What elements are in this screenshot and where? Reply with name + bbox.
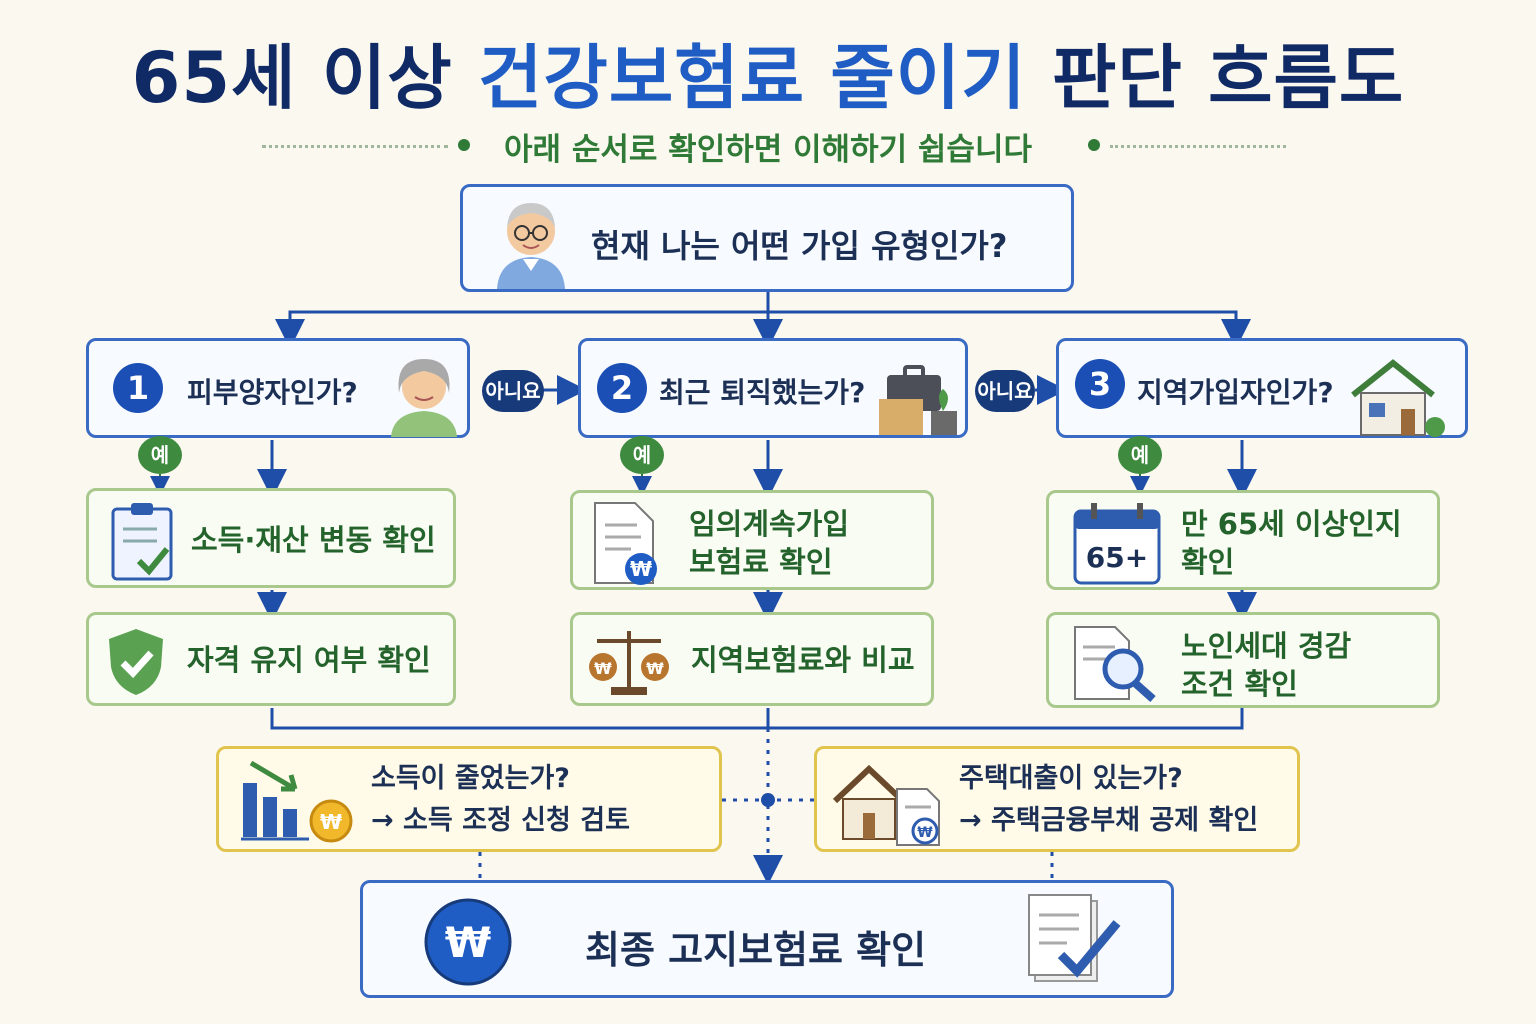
yes-badge-2: 예 [620, 436, 664, 474]
senior-man-icon [497, 203, 565, 289]
step-age-check-box: 65+ 만 65세 이상인지 확인 [1046, 490, 1440, 590]
question-box-regional: 3 지역가입자인가? [1056, 338, 1468, 438]
income-drop-line1: 소득이 줄었는가? [371, 763, 570, 794]
step-voluntary-line2: 보험료 확인 [689, 545, 833, 579]
subtitle-bullet-left [458, 139, 470, 151]
page-title: 65세 이상 건강보험료 줄이기 판단 흐름도 [131, 37, 1405, 119]
no-label-2: 아니요 [975, 370, 1035, 412]
won-coin-icon: ₩ [424, 898, 512, 986]
calendar-icon: 65+ [1073, 503, 1161, 585]
step-senior-line1: 노인세대 경감 [1181, 629, 1352, 663]
document-check-icon [1028, 894, 1121, 982]
yes-badge-1: 예 [138, 436, 182, 474]
step-keep-status-box: 자격 유지 여부 확인 [86, 612, 456, 706]
step-number-3: 3 [1075, 359, 1125, 409]
housing-loan-line1: 주택대출이 있는가? [959, 763, 1183, 794]
won-symbol-doc: ₩ [630, 557, 652, 581]
question-retired-text: 최근 퇴직했는가? [659, 376, 866, 409]
step-senior-discount-box: 노인세대 경감 조건 확인 [1046, 612, 1440, 708]
top-question-box: 현재 나는 어떤 가입 유형인가? [460, 184, 1074, 292]
step-number-2: 2 [597, 363, 647, 413]
housing-loan-check-box: ₩ 주택대출이 있는가? → 주택금융부채 공제 확인 [814, 746, 1300, 852]
question-box-dependent: 1 피부양자인가? [86, 338, 470, 438]
step-number-1: 1 [113, 363, 163, 413]
question-dependent-text: 피부양자인가? [187, 376, 358, 409]
subtitle-bullet-right [1088, 139, 1100, 151]
won-symbol-right: ₩ [646, 659, 664, 678]
declining-chart-coin-icon: ₩ [241, 760, 353, 843]
final-result-box: ₩ 최종 고지보험료 확인 [360, 880, 1174, 998]
house-document-icon: ₩ [833, 764, 940, 846]
shield-check-icon [109, 629, 163, 695]
step-voluntary-box: ₩ 임의계속가입 보험료 확인 [570, 490, 934, 590]
document-won-icon: ₩ [594, 502, 657, 585]
final-result-text: 최종 고지보험료 확인 [585, 928, 927, 972]
step-compare-box: ₩ ₩ 지역보험료와 비교 [570, 612, 934, 706]
scale-icon: ₩ ₩ [589, 631, 669, 695]
won-symbol-house: ₩ [917, 825, 933, 841]
step-age-line1: 만 65세 이상인지 [1181, 507, 1402, 541]
no-label-1: 아니요 [482, 370, 544, 412]
step-compare-text: 지역보험료와 비교 [691, 643, 915, 677]
calendar-65-label: 65+ [1086, 541, 1148, 574]
subtitle-dots-right [1110, 145, 1286, 148]
question-regional-text: 지역가입자인가? [1137, 376, 1334, 409]
subtitle-dots-left [262, 145, 448, 148]
step-age-line2: 확인 [1181, 545, 1235, 579]
senior-woman-icon [391, 359, 457, 437]
subtitle: 아래 순서로 확인하면 이해하기 쉽습니다 [503, 132, 1032, 168]
yes-badge-3: 예 [1118, 436, 1162, 474]
house-icon [1351, 359, 1445, 437]
won-symbol-left: ₩ [594, 659, 612, 678]
step-senior-line2: 조건 확인 [1181, 667, 1298, 701]
step-voluntary-line1: 임의계속가입 [689, 507, 850, 541]
step-keep-status-text: 자격 유지 여부 확인 [187, 643, 431, 677]
briefcase-icon [879, 365, 957, 435]
won-symbol-final: ₩ [445, 918, 491, 967]
housing-loan-line2: → 주택금융부채 공제 확인 [959, 805, 1259, 836]
step-income-asset-text: 소득·재산 변동 확인 [191, 523, 436, 557]
step-income-asset-box: 소득·재산 변동 확인 [86, 488, 456, 588]
income-drop-check-box: ₩ 소득이 줄었는가? → 소득 조정 신청 검토 [216, 746, 722, 852]
question-box-retired: 2 최근 퇴직했는가? [578, 338, 968, 438]
top-question-text: 현재 나는 어떤 가입 유형인가? [591, 227, 1008, 265]
clipboard-check-icon [111, 503, 173, 581]
income-drop-line2: → 소득 조정 신청 검토 [371, 805, 630, 836]
won-symbol-coin: ₩ [320, 810, 342, 834]
magnifier-document-icon [1074, 626, 1156, 702]
